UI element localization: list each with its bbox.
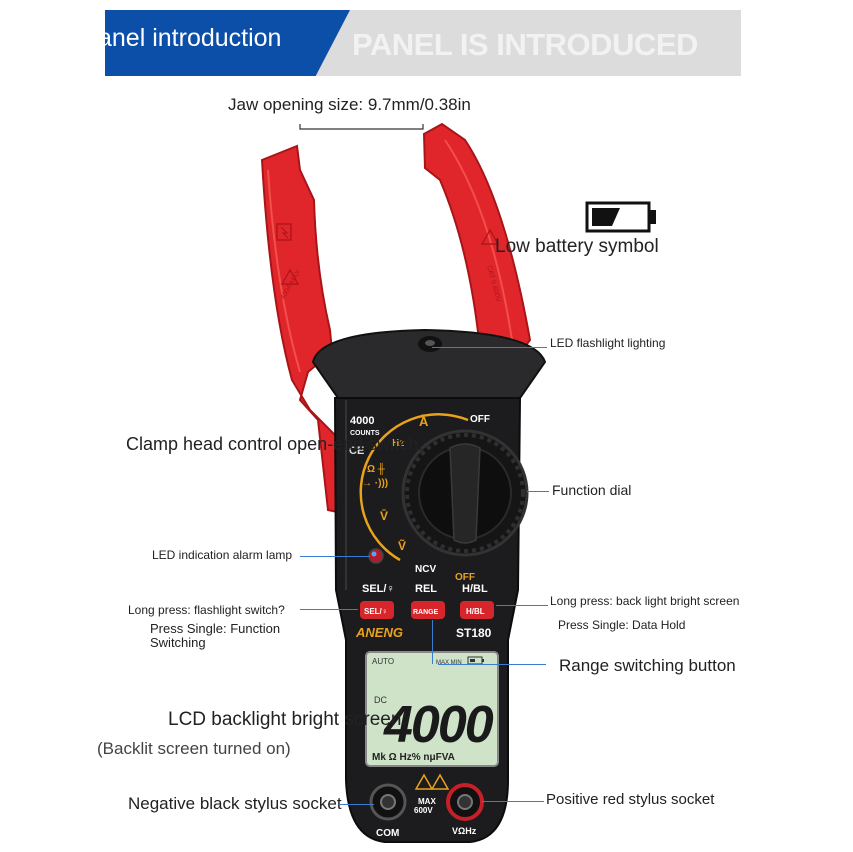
led-flashlight-label: LED flashlight lighting xyxy=(550,336,666,350)
sel-button-shape xyxy=(360,601,394,619)
lcd-units: Mk Ω Hz% nμFVA xyxy=(372,752,455,763)
led-alarm-label: LED indication alarm lamp xyxy=(152,548,293,562)
hbl-button[interactable]: H/BL xyxy=(466,607,485,616)
long-press-flash-label: Long press: flashlight switch? xyxy=(128,603,285,617)
dial-arc xyxy=(359,413,469,562)
press-single-hold-label: Press Single: Data Hold xyxy=(558,618,686,632)
jaw-warning-triangle xyxy=(280,268,300,285)
dial-label-hz: Hz xyxy=(392,438,404,449)
leader-negative-socket xyxy=(340,804,374,805)
leader-long-press-flash xyxy=(300,609,358,610)
dial-label-off-top: OFF xyxy=(470,414,490,425)
dial-label-a: Ã xyxy=(419,414,429,429)
leader-positive-socket xyxy=(482,801,544,802)
dial-knob-grip xyxy=(449,443,481,544)
leader-long-press-back xyxy=(496,605,548,606)
leader-range-vertical xyxy=(432,620,433,664)
lcd-digits: 4000 xyxy=(383,696,494,754)
dial-label-off-bottom: OFF xyxy=(455,572,475,583)
socket-com-label: COM xyxy=(376,828,399,839)
btn-label-rel: REL xyxy=(415,583,437,595)
btn-label-sel: SEL/♀ xyxy=(362,583,395,595)
ce-mark: CE xyxy=(349,445,364,457)
lcd-auto: AUTO xyxy=(372,657,394,666)
dial-label-vac: Ṽ xyxy=(398,538,406,553)
counts-number: 4000 xyxy=(350,415,374,427)
leader-led-alarm xyxy=(300,556,370,557)
lcd-maxmin: MAX MIN xyxy=(436,660,462,666)
socket-vohz-label: VΩHz xyxy=(452,826,477,836)
dial-label-ohm: Ω ╫ xyxy=(367,462,386,476)
low-battery-icon xyxy=(585,201,656,233)
sel-button[interactable]: SEL/♀ xyxy=(364,607,388,616)
range-button-label: Range switching button xyxy=(559,656,736,675)
dial-label-ncv: NCV xyxy=(415,564,436,575)
jaw-opening-bracket xyxy=(299,124,424,130)
btn-label-hbl: H/BL xyxy=(462,583,488,595)
backlit-on-label: (Backlit screen turned on) xyxy=(97,739,291,758)
press-single-func-label-2: Switching xyxy=(150,635,206,650)
led-alarm-lamp xyxy=(368,548,384,564)
range-button-shape xyxy=(411,601,445,619)
lcd-backlight-label: LCD backlight bright screen. xyxy=(168,709,407,730)
leader-led-flashlight xyxy=(432,347,547,348)
leader-range-button xyxy=(438,664,546,665)
jaw-opening-label: Jaw opening size: 9.7mm/0.38in xyxy=(228,95,471,114)
long-press-back-label: Long press: back light bright screen xyxy=(550,594,740,608)
counts-word: COUNTS xyxy=(350,430,380,437)
hbl-button-shape xyxy=(460,601,494,619)
socket-600v-label: 600V xyxy=(414,806,433,815)
header-title-right: PANEL IS INTRODUCED xyxy=(352,27,698,62)
left-jaw xyxy=(260,144,354,517)
leader-function-dial xyxy=(527,491,549,492)
press-single-func-label-1: Press Single: Function xyxy=(150,621,281,636)
dial-label-diode: → ·))) xyxy=(362,478,388,489)
model-name: ST180 xyxy=(456,626,492,640)
brand-logo: ANENG xyxy=(355,625,403,640)
positive-socket-label: Positive red stylus socket xyxy=(546,791,715,808)
range-button[interactable]: RANGE xyxy=(413,609,439,616)
header-title-left: anel introduction xyxy=(98,24,282,52)
clamp-head-label: Clamp head control open-end switch. xyxy=(126,434,424,454)
low-battery-label: Low battery symbol xyxy=(495,236,659,257)
negative-socket-label: Negative black stylus socket xyxy=(128,794,342,813)
function-dial-label: Function dial xyxy=(552,482,632,498)
header-banner-blue xyxy=(105,10,350,76)
jaw-warning-box xyxy=(276,223,292,241)
lcd-dc: DC xyxy=(374,695,387,705)
socket-max-label: MAX xyxy=(418,797,436,806)
dial-label-vdc: V̄ xyxy=(380,509,388,523)
